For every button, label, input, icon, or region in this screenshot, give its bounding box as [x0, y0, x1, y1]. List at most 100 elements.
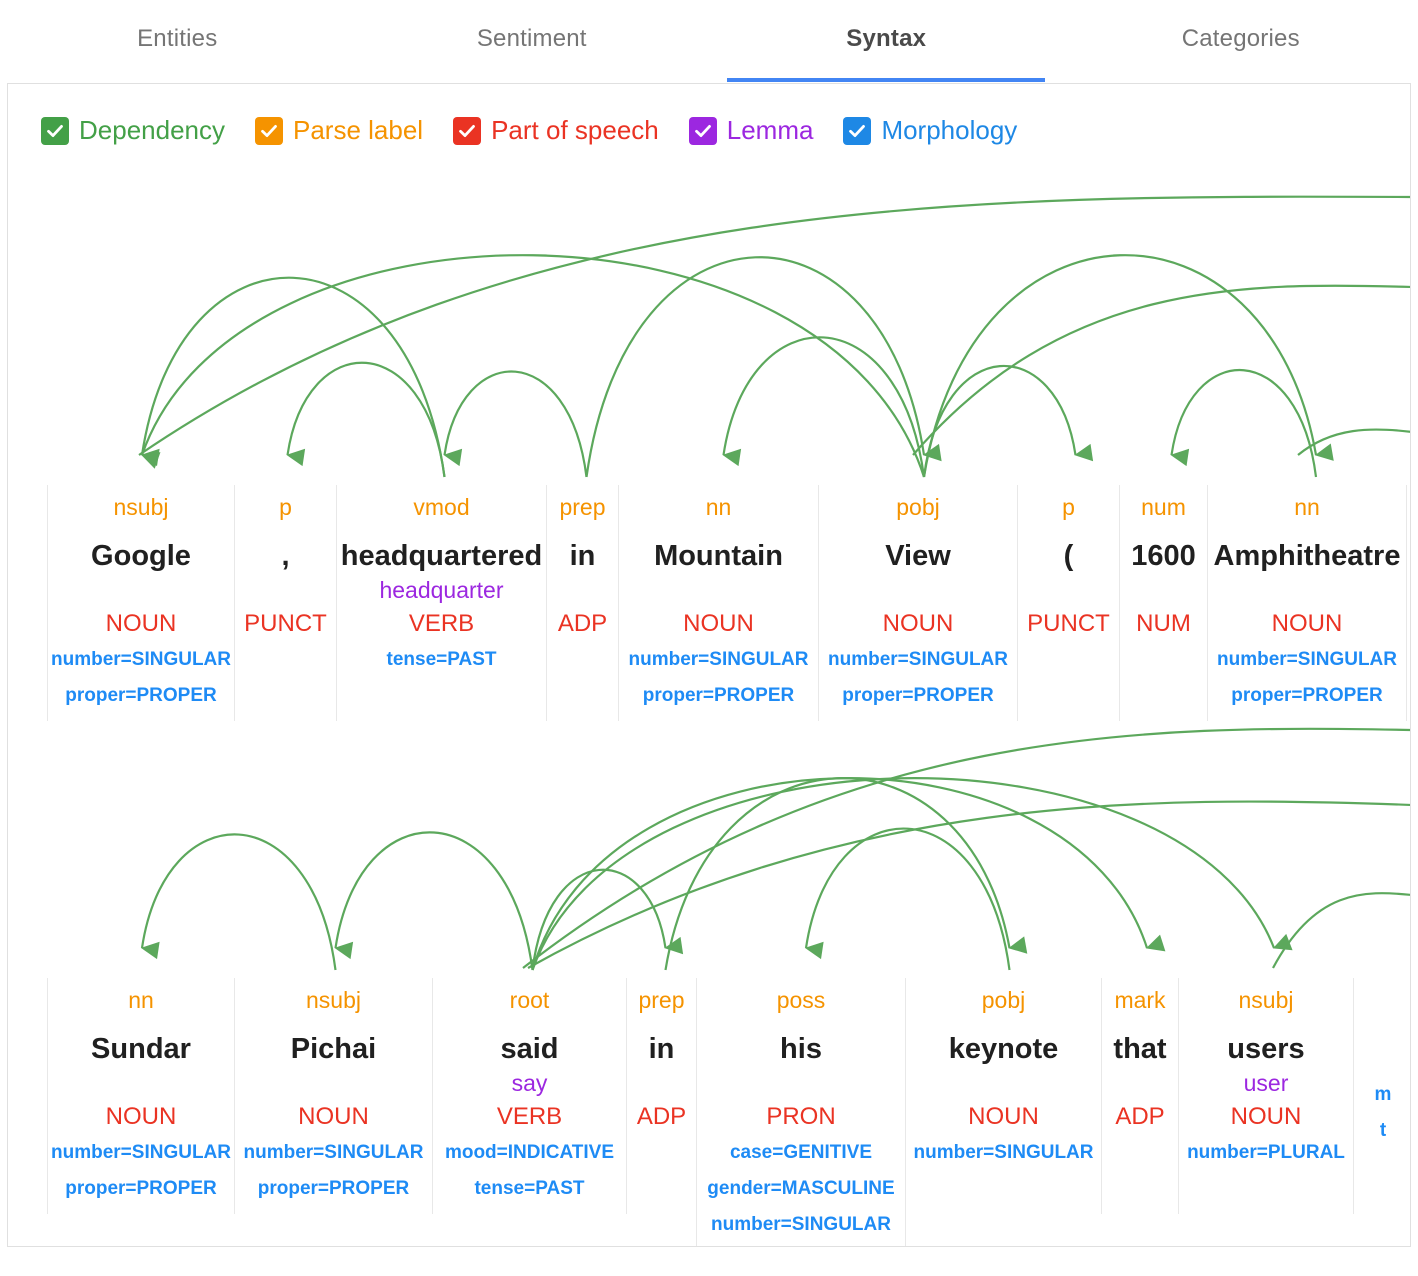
dependency-arc [334, 831, 534, 971]
dependency-arc [722, 336, 926, 478]
checkbox-checked-icon[interactable] [41, 116, 69, 145]
checkbox-checked-icon[interactable] [453, 116, 482, 145]
dependency-arc [286, 361, 446, 478]
token-word: Pichai [290, 1033, 377, 1065]
morphology-list: number=SINGULAR [914, 1135, 1094, 1171]
dependency-arcs-row-1 [138, 195, 1410, 478]
legend-label: Lemma [726, 115, 814, 145]
parse-label: root [509, 987, 550, 1013]
morphology-feature: proper=PROPER [65, 1178, 217, 1200]
dependency-arc [531, 868, 684, 971]
morphology-list: number=PLURAL [1187, 1135, 1345, 1171]
morphology-feature: number=SINGULAR [243, 1142, 424, 1164]
morphology-list: number=SINGULAR proper=PROPER [51, 1135, 231, 1207]
token-column[interactable]: pobj keynote NOUN number=SINGULAR [905, 978, 1102, 1214]
checkbox-checked-icon[interactable] [843, 116, 872, 145]
dependency-arc [585, 256, 942, 478]
dependency-arc-offscreen [1272, 892, 1410, 969]
morphology-feature: proper=PROPER [1231, 685, 1383, 707]
morphology-feature: proper=PROPER [642, 685, 795, 707]
part-of-speech: NUM [1136, 609, 1191, 637]
tab-syntax-label: Syntax [846, 25, 927, 52]
morphology-feature: number=SINGULAR [828, 649, 1008, 671]
dependency-arc-offscreen [527, 800, 1410, 969]
morphology-feature: tense=PAST [386, 649, 497, 671]
morphology-feature: mood=INDICATIVE [444, 1142, 615, 1164]
tab-entities[interactable]: Entities [0, 0, 355, 82]
dependency-arc-offscreen [138, 195, 1410, 456]
dependency-arc [443, 370, 588, 478]
token-column[interactable]: p, PUNCT [234, 485, 337, 721]
token-word: in [648, 1033, 675, 1065]
part-of-speech: NOUN [882, 609, 954, 637]
token-word: Amphitheatre [1213, 540, 1401, 572]
parse-label: p [1062, 494, 1075, 520]
tab-entities-label: Entities [137, 25, 218, 52]
parse-label: pobj [981, 987, 1026, 1013]
dependency-arc [1170, 369, 1318, 478]
legend-toggle-dependency[interactable]: Dependency [41, 115, 225, 146]
token-word: ( [1063, 540, 1074, 572]
token-word: users [1227, 1033, 1305, 1065]
token-lemma: say [511, 1069, 548, 1096]
morphology-feature: case=GENITIVE [729, 1142, 873, 1164]
checkbox-checked-icon[interactable] [255, 116, 283, 145]
legend-toggle-morphology[interactable]: Morphology [843, 115, 1017, 146]
tab-sentiment[interactable]: Sentiment [355, 0, 710, 82]
dependency-arc [664, 777, 1028, 971]
token-word: keynote [948, 1033, 1059, 1065]
legend-toggle-part-of-speech[interactable]: Part of speech [453, 115, 659, 146]
checkbox-checked-icon[interactable] [688, 116, 717, 145]
syntax-panel: Dependency Parse label Part of speech Lemma… [7, 83, 1411, 1247]
part-of-speech: NOUN [968, 1102, 1039, 1130]
morphology-feature: number=SINGULAR [51, 1142, 231, 1164]
dependency-arc [531, 777, 1166, 971]
tab-categories[interactable]: Categories [1064, 0, 1418, 82]
parse-label: num [1141, 494, 1186, 520]
part-of-speech: NOUN [105, 1102, 177, 1130]
token-word: said [500, 1033, 559, 1065]
token-word: headquartered [340, 540, 543, 572]
token-column[interactable]: p( PUNCT [1017, 485, 1120, 721]
tab-sentiment-label: Sentiment [476, 25, 587, 52]
parse-label: prep [559, 494, 606, 520]
morphology-feature: person=THIRD [735, 1244, 868, 1246]
morphology-list: tense=PAST [387, 642, 497, 678]
token-lemma: user [1243, 1069, 1289, 1096]
morphology-feature: number=SINGULAR [710, 1214, 891, 1236]
dependency-arc [140, 833, 337, 971]
parse-label: nsubj [1238, 987, 1294, 1013]
tab-syntax[interactable]: Syntax [709, 0, 1064, 82]
morphology-feature: t [1379, 1120, 1387, 1142]
tab-bar: Entities Sentiment Syntax Categories [0, 0, 1418, 82]
dependency-arc-offscreen [912, 284, 1410, 456]
legend-toggle-lemma[interactable]: Lemma [688, 115, 814, 146]
morphology-feature: number=SINGULAR [51, 649, 231, 671]
legend-label: Part of speech [491, 115, 659, 145]
parse-label: poss [776, 987, 826, 1013]
legend-toggle-parse-label[interactable]: Parse label [255, 115, 423, 146]
parse-label: nsubj [306, 987, 361, 1013]
dependency-arc-offscreen [522, 727, 1410, 969]
